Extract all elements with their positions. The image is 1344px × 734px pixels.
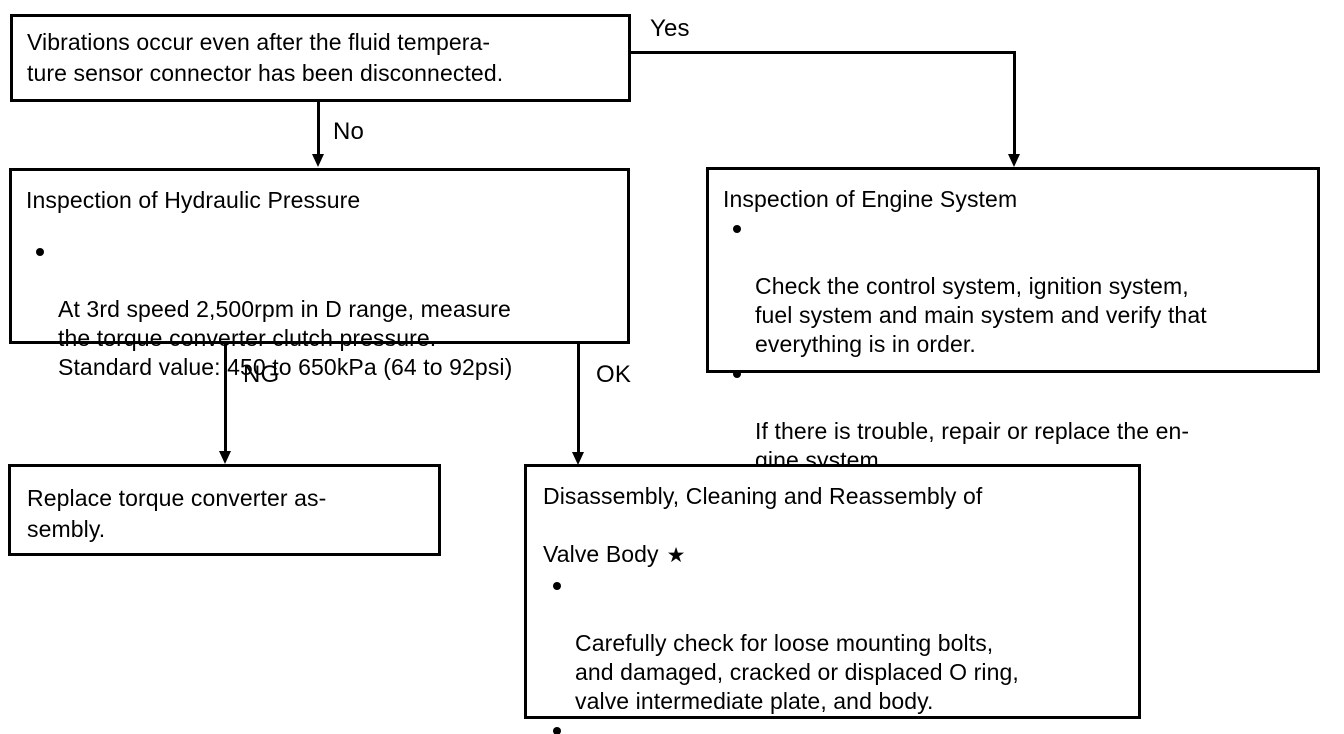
node-valve-body: Disassembly, Cleaning and Reassembly of … (524, 464, 1141, 734)
list-item-text: Check the control system, ignition syste… (755, 273, 1207, 357)
node-hydraulic-heading: Inspection of Hydraulic Pressure (26, 187, 361, 213)
edge-ng-vertical (224, 344, 227, 452)
list-item: If there are damaged or cracked parts th… (543, 716, 1126, 734)
edge-ok-arrowhead (572, 452, 584, 465)
list-item-text: At 3rd speed 2,500rpm in D range, measur… (58, 296, 513, 380)
edge-yes-arrowhead (1008, 154, 1020, 167)
node-hydraulic-body: Inspection of Hydraulic Pressure At 3rd … (12, 171, 627, 380)
list-item: Check the control system, ignition syste… (723, 214, 1307, 359)
node-start-text: Vibrations occur even after the fluid te… (27, 29, 504, 86)
star-icon: ★ (666, 544, 686, 567)
node-valve-body-heading-text: Valve Body (543, 541, 659, 567)
edge-no-arrowhead (312, 154, 324, 167)
bullet-dot-icon (553, 582, 561, 590)
node-start-body: Vibrations occur even after the fluid te… (13, 17, 628, 99)
bullet-dot-icon (733, 370, 741, 378)
edge-label-ng: NG (243, 361, 280, 388)
node-engine-body: Inspection of Engine System Check the co… (709, 170, 1317, 473)
list-item: At 3rd speed 2,500rpm in D range, measur… (26, 237, 613, 382)
edge-no-vertical (317, 102, 320, 155)
edge-label-no: No (333, 118, 365, 145)
edge-label-yes: Yes (650, 15, 690, 42)
node-replace-torque-converter: Replace torque converter as- sembly. (8, 464, 441, 556)
node-hydraulic-pressure: Inspection of Hydraulic Pressure At 3rd … (9, 168, 630, 380)
node-engine-system: Inspection of Engine System Check the co… (706, 167, 1320, 473)
node-replace-text: Replace torque converter as- sembly. (27, 485, 327, 542)
list-item-text: Carefully check for loose mounting bolts… (575, 630, 1019, 714)
node-valve-body-heading-line2: Valve Body ★ (543, 509, 1126, 569)
bullet-dot-icon (733, 225, 741, 233)
node-start-question: Vibrations occur even after the fluid te… (10, 14, 631, 102)
node-valve-body-inner: Disassembly, Cleaning and Reassembly of … (527, 467, 1138, 734)
bullet-dot-icon (36, 248, 44, 256)
node-valve-body-heading-line1: Disassembly, Cleaning and Reassembly of (543, 483, 983, 509)
edge-yes-vertical (1013, 51, 1016, 154)
bullet-dot-icon (553, 727, 561, 734)
edge-ok-vertical (577, 344, 580, 453)
node-engine-bullet-list: Check the control system, ignition syste… (723, 214, 1307, 475)
list-item: Carefully check for loose mounting bolts… (543, 571, 1126, 716)
node-engine-heading: Inspection of Engine System (723, 186, 1018, 212)
edge-label-ok: OK (596, 361, 632, 388)
node-hydraulic-bullet-list: At 3rd speed 2,500rpm in D range, measur… (26, 237, 613, 382)
edge-ng-arrowhead (219, 451, 231, 464)
edge-yes-horizontal (631, 51, 1016, 54)
node-replace-body: Replace torque converter as- sembly. (11, 467, 438, 553)
list-item: If there is trouble, repair or replace t… (723, 359, 1307, 475)
node-valve-body-bullet-list: Carefully check for loose mounting bolts… (543, 571, 1126, 734)
